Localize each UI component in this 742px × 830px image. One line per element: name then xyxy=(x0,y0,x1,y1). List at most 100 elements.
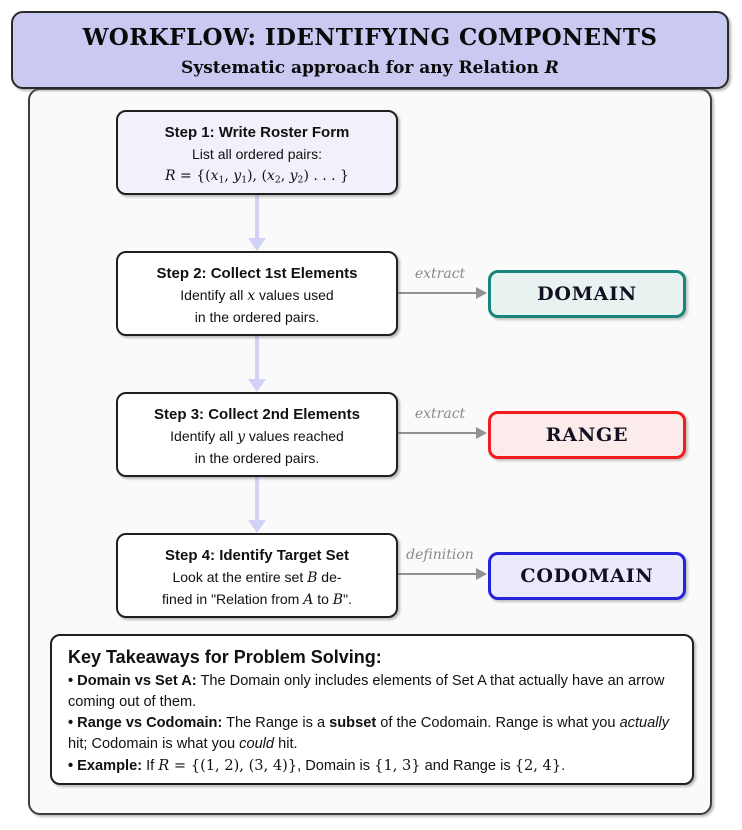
text-segment: values reached xyxy=(245,428,344,444)
text-segment: 2 xyxy=(274,174,281,186)
text-segment: ". xyxy=(343,591,352,607)
text-segment: of the Codomain. Range is what you xyxy=(376,715,620,731)
text-segment: R xyxy=(165,168,176,184)
text-segment: 2 xyxy=(297,174,304,186)
range-label: RANGE xyxy=(545,424,629,446)
text-segment: de- xyxy=(317,569,342,585)
extract-arrow-range: extract xyxy=(398,406,488,446)
connector-label: extract xyxy=(414,266,466,282)
text-segment: ) . . . } xyxy=(303,168,349,184)
arrow-right-icon xyxy=(476,287,487,299)
text-segment: {2, 4} xyxy=(514,757,562,774)
text-segment: The Domain only includes elements of Set… xyxy=(68,673,665,710)
text-segment: Look at the entire set xyxy=(172,569,308,585)
step-1-box: Step 1: Write Roster Form List all order… xyxy=(116,110,398,195)
text-segment: actually xyxy=(619,715,670,731)
step-2-title: Step 2: Collect 1st Elements xyxy=(156,265,358,282)
text-segment: x xyxy=(247,288,256,304)
range-box: RANGE xyxy=(488,411,686,459)
step-1-line-2: R = {(x1, y1), (x2, y2) . . . } xyxy=(118,165,396,191)
step-3-title: Step 3: Collect 2nd Elements xyxy=(154,406,360,423)
step-4-line-1: Look at the entire set B de- xyxy=(118,567,396,589)
text-segment: . xyxy=(561,758,566,774)
text-segment: = {( xyxy=(175,168,211,184)
text-segment: x xyxy=(210,168,219,184)
text-segment: in the ordered pairs. xyxy=(194,309,320,325)
codomain-box: CODOMAIN xyxy=(488,552,686,600)
flow-arrow-down-icon xyxy=(243,477,271,533)
flow-arrow-down-icon xyxy=(243,336,271,392)
text-segment: , xyxy=(280,168,290,184)
domain-box: DOMAIN xyxy=(488,270,686,318)
connector-label: definition xyxy=(406,547,474,563)
header-banner: WORKFLOW: IDENTIFYING COMPONENTS Systema… xyxy=(11,11,729,89)
arrow-head xyxy=(248,520,266,533)
text-segment: to xyxy=(313,591,333,607)
step-3-line-1: Identify all y values reached xyxy=(118,426,396,448)
arrow-stem xyxy=(398,573,478,575)
arrow-right-icon xyxy=(476,427,487,439)
text-segment: x xyxy=(266,168,275,184)
step-2-line-2: in the ordered pairs. xyxy=(118,307,396,328)
text-segment: y xyxy=(233,168,242,184)
definition-arrow-codomain: definition xyxy=(398,547,488,587)
text-segment: The Range is a xyxy=(222,715,330,731)
text-segment: A xyxy=(303,592,314,608)
text-segment: and Range is xyxy=(420,758,515,774)
text-segment: List all ordered pairs: xyxy=(192,146,322,162)
step-1-line-1: List all ordered pairs: xyxy=(118,144,396,165)
page-title: WORKFLOW: IDENTIFYING COMPONENTS xyxy=(82,24,658,51)
text-segment: subset xyxy=(329,715,377,731)
text-segment: y xyxy=(237,429,245,445)
text-segment: {1, 3} xyxy=(374,757,421,774)
step-3-box: Step 3: Collect 2nd Elements Identify al… xyxy=(116,392,398,477)
text-segment: • Example: xyxy=(68,758,143,774)
text-segment: = {(1, 2), (3, 4)} xyxy=(169,757,298,774)
text-segment: 1 xyxy=(218,174,225,186)
text-segment: R xyxy=(544,58,559,78)
step-4-title: Step 4: Identify Target Set xyxy=(165,547,349,564)
step-3-line-2: in the ordered pairs. xyxy=(118,448,396,469)
text-segment: Systematic approach for any Relation xyxy=(181,58,545,78)
text-segment: • Domain vs Set A: xyxy=(68,673,197,689)
step-2-box: Step 2: Collect 1st Elements Identify al… xyxy=(116,251,398,336)
takeaways-bullet-domain-vs-set-a: • Domain vs Set A: The Domain only inclu… xyxy=(68,671,676,713)
step-4-line-2: fined in "Relation from A to B". xyxy=(118,589,396,611)
text-segment: R xyxy=(158,757,170,774)
text-segment: hit; Codomain is what you xyxy=(68,736,240,752)
domain-label: DOMAIN xyxy=(537,283,637,305)
key-takeaways-box: Key Takeaways for Problem Solving: • Dom… xyxy=(50,634,694,785)
text-segment: hit. xyxy=(274,736,298,752)
codomain-label: CODOMAIN xyxy=(520,565,654,587)
text-segment: • Range vs Codomain: xyxy=(68,715,223,731)
text-segment: values used xyxy=(255,287,334,303)
text-segment: Identify all xyxy=(180,287,248,303)
text-segment: , xyxy=(224,168,234,184)
text-segment: B xyxy=(307,570,318,586)
text-segment: y xyxy=(289,168,298,184)
text-segment: B xyxy=(332,592,344,608)
text-segment: fined in "Relation from xyxy=(162,591,304,607)
text-segment: 1 xyxy=(241,174,248,186)
connector-label: extract xyxy=(414,406,466,422)
flow-arrow-down-icon xyxy=(243,195,271,251)
text-segment: could xyxy=(239,736,275,752)
text-segment: in the ordered pairs. xyxy=(194,450,320,466)
text-segment: , Domain is xyxy=(297,758,375,774)
takeaways-bullet-example: • Example: If R = {(1, 2), (3, 4)}, Doma… xyxy=(68,755,676,777)
arrow-head xyxy=(248,238,266,251)
arrow-right-icon xyxy=(476,568,487,580)
takeaways-bullet-range-vs-codomain: • Range vs Codomain: The Range is a subs… xyxy=(68,713,676,755)
step-4-box: Step 4: Identify Target Set Look at the … xyxy=(116,533,398,618)
arrow-stem xyxy=(255,477,259,520)
arrow-stem xyxy=(398,432,478,434)
page-subtitle: Systematic approach for any Relation R xyxy=(13,58,727,78)
text-segment: If xyxy=(142,758,159,774)
arrow-stem xyxy=(255,195,259,238)
text-segment: Identify all xyxy=(170,428,238,444)
extract-arrow-domain: extract xyxy=(398,266,488,306)
takeaways-heading: Key Takeaways for Problem Solving: xyxy=(68,647,382,667)
arrow-stem xyxy=(255,336,259,379)
step-1-title: Step 1: Write Roster Form xyxy=(164,124,350,141)
